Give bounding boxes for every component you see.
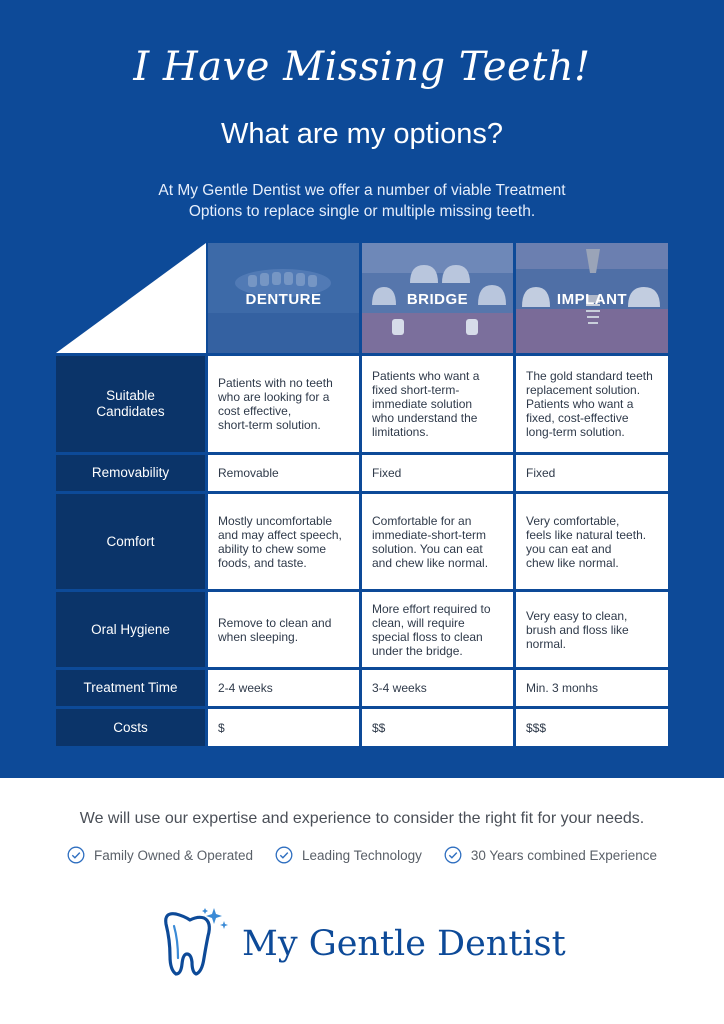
- tooth-sparkle-icon: [164, 908, 228, 976]
- cell-implant-cost: $$$: [516, 709, 668, 746]
- brand-logo: My Gentle Dentist: [160, 906, 580, 986]
- footer-tagline: We will use our expertise and experience…: [79, 810, 645, 827]
- row-label-suitable-candidates: Suitable Candidates: [56, 356, 205, 452]
- cell-bridge-removability: Fixed: [362, 455, 513, 491]
- cell-denture-hygiene: Remove to clean and when sleeping.: [208, 592, 359, 667]
- cell-bridge-comfort: Comfortable for an immediate-short-term …: [362, 494, 513, 589]
- cell-implant-candidates: The gold standard teeth replacement solu…: [516, 356, 668, 452]
- row-label-oral-hygiene: Oral Hygiene: [56, 592, 205, 667]
- page-subtitle: What are my options?: [220, 118, 504, 150]
- cell-bridge-candidates: Patients who want a fixed short-term- im…: [362, 356, 513, 452]
- cell-implant-removability: Fixed: [516, 455, 668, 491]
- implant-photo: [516, 243, 668, 353]
- feature-item: Family Owned & Operated: [67, 846, 253, 864]
- brand-name: My Gentle Dentist: [242, 924, 566, 964]
- feature-item: Leading Technology: [275, 846, 422, 864]
- cell-bridge-cost: $$: [362, 709, 513, 746]
- cell-denture-candidates: Patients with no teeth who are looking f…: [208, 356, 359, 452]
- bridge-photo: [362, 243, 513, 353]
- check-circle-icon: [275, 846, 293, 864]
- row-label-comfort: Comfort: [56, 494, 205, 589]
- row-label-costs: Costs: [56, 709, 205, 746]
- row-label-removability: Removability: [56, 455, 205, 491]
- script-title: I Have Missing Teeth!: [133, 44, 591, 90]
- cell-denture-removability: Removable: [208, 455, 359, 491]
- cell-implant-time: Min. 3 monhs: [516, 670, 668, 706]
- cell-denture-comfort: Mostly uncomfortable and may affect spee…: [208, 494, 359, 589]
- cell-bridge-time: 3-4 weeks: [362, 670, 513, 706]
- column-header-bridge: BRIDGE: [362, 243, 513, 353]
- row-label-treatment-time: Treatment Time: [56, 670, 205, 706]
- column-header-denture: DENTURE: [208, 243, 359, 353]
- cell-denture-time: 2-4 weeks: [208, 670, 359, 706]
- cell-bridge-hygiene: More effort required to clean, will requ…: [362, 592, 513, 667]
- cell-implant-hygiene: Very easy to clean, brush and floss like…: [516, 592, 668, 667]
- feature-item: 30 Years combined Experience: [444, 846, 657, 864]
- intro-text: At My Gentle Dentist we offer a number o…: [158, 182, 566, 220]
- denture-photo: [208, 243, 359, 353]
- check-circle-icon: [67, 846, 85, 864]
- check-circle-icon: [444, 846, 462, 864]
- cell-implant-comfort: Very comfortable, feels like natural tee…: [516, 494, 668, 589]
- cell-denture-cost: $: [208, 709, 359, 746]
- table-corner-triangle: [56, 243, 206, 353]
- feature-list: Family Owned & Operated Leading Technolo…: [0, 846, 724, 864]
- column-header-implant: IMPLANT: [516, 243, 668, 353]
